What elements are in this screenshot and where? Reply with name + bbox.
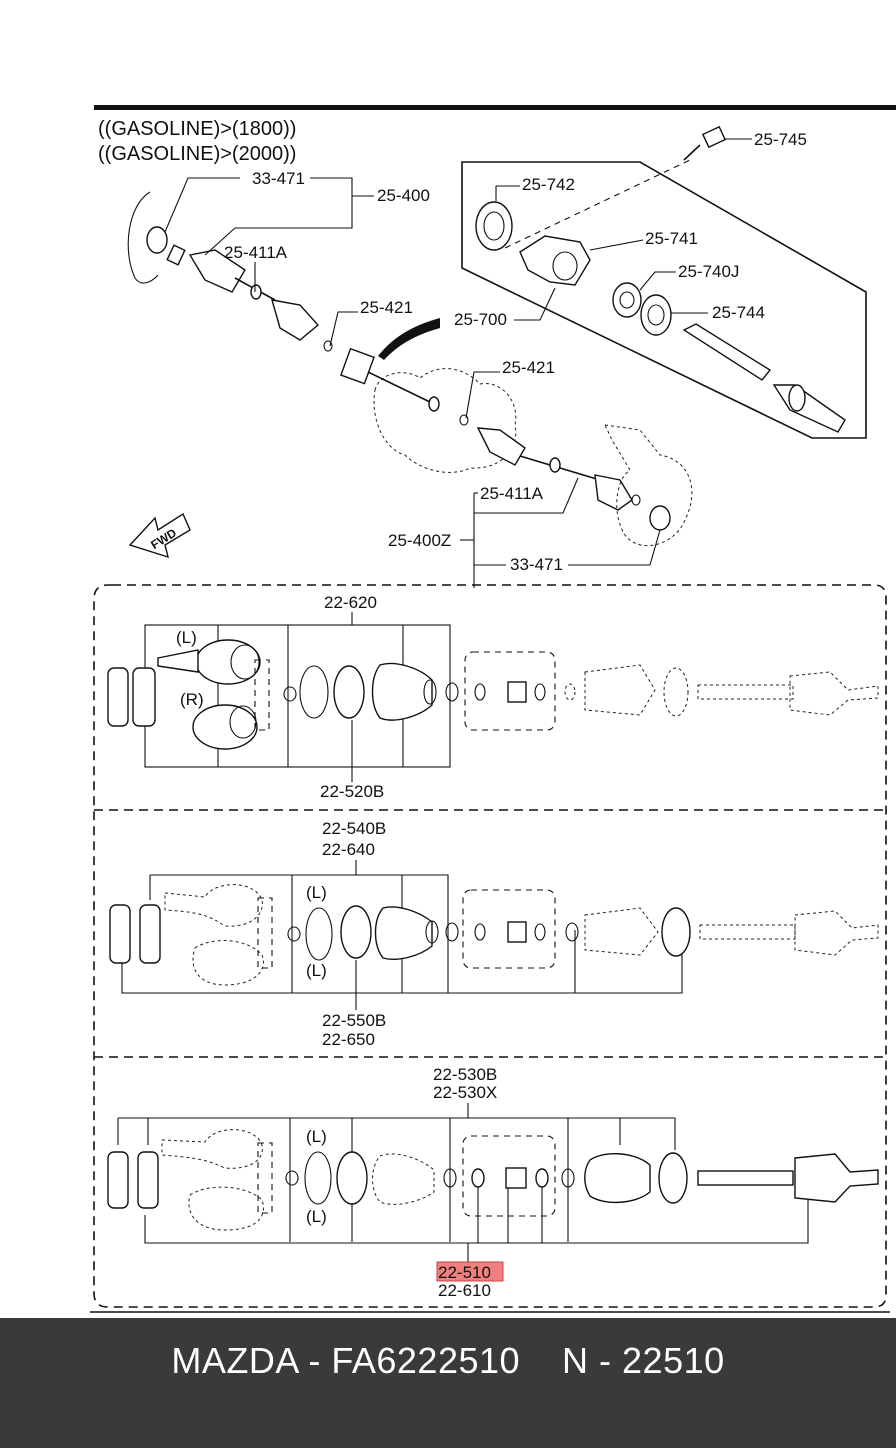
label-25-742: 25-742 (522, 175, 575, 194)
label-25-741: 25-741 (645, 229, 698, 248)
parts-diagram: ((GASOLINE)>(1800)) ((GASOLINE)>(2000)) … (90, 105, 896, 1313)
panel1-tag-r: (R) (180, 690, 204, 709)
panel1-bottom-label: 22-520B (320, 782, 384, 801)
label-25-400z: 25-400Z (388, 531, 451, 550)
panels-dashed-frame (93, 584, 887, 1308)
bearing-25-740j (612, 271, 676, 318)
pointer-wedge (378, 318, 440, 360)
leader-25-700 (514, 287, 556, 321)
panel3-tag-bottom: (L) (306, 1207, 327, 1226)
intermediate-shaft (682, 323, 846, 433)
label-33-471-a: 33-471 (252, 169, 305, 188)
header-line-2: ((GASOLINE)>(2000)) (98, 143, 296, 165)
footer-part-number: MAZDA - FA6222510 N - 22510 (171, 1340, 725, 1381)
bracket-25-400 (204, 177, 353, 256)
bolt-25-745 (683, 125, 752, 161)
cap-25-742 (475, 185, 520, 251)
right-driveshaft (340, 347, 641, 511)
panel3-top-label-1: 22-530B (433, 1065, 497, 1084)
top-rule (94, 105, 896, 110)
footer-bar: MAZDA - FA6222510 N - 22510 (0, 1318, 896, 1448)
panel2-tag-bottom: (L) (306, 961, 327, 980)
engine-outline (373, 368, 517, 473)
bearing-support-box (461, 161, 867, 439)
panel-3: 22-530B 22-530X 22-510 22-610 (L) (L) (107, 1065, 879, 1300)
panel3-tag-top: (L) (306, 1127, 327, 1146)
bracket-25-741 (519, 235, 644, 286)
panel2-top-label-2: 22-640 (322, 840, 375, 859)
panel2-bottom-label-1: 22-550B (322, 1011, 386, 1030)
seal-25-744 (640, 294, 708, 336)
panel3-bottom-label-highlight: 22-510 (438, 1263, 491, 1282)
leader-33-471-a (164, 177, 240, 233)
panel2-bottom-label-2: 22-650 (322, 1030, 375, 1049)
label-25-411a-bottom: 25-411A (480, 484, 544, 503)
left-driveshaft (127, 191, 333, 352)
label-33-471-b: 33-471 (510, 555, 563, 574)
label-25-744: 25-744 (712, 303, 765, 322)
highlight-box (436, 1261, 504, 1282)
label-25-745: 25-745 (754, 130, 807, 149)
panel-2: 22-540B 22-640 22-550B 22-650 (L) (L) (109, 819, 879, 1049)
label-25-400: 25-400 (377, 186, 430, 205)
fwd-arrow: FWD (128, 512, 191, 559)
panel3-bottom-label-2: 22-610 (438, 1281, 491, 1300)
header-line-1: ((GASOLINE)>(1800)) (98, 118, 296, 140)
top-exploded-view: 25-745 25-742 25-741 25-740J (127, 125, 867, 588)
leader-25-421-b (465, 371, 500, 419)
panel-1: 22-620 22-520B (L) (R) (107, 593, 879, 801)
panel2-top-label-1: 22-540B (322, 819, 386, 838)
label-25-740j: 25-740J (678, 262, 739, 281)
leader-dashed (504, 159, 691, 249)
panel3-top-label-2: 22-530X (433, 1083, 497, 1102)
panel1-tag-l: (L) (176, 628, 197, 647)
leader-25-421-a (329, 311, 358, 347)
label-25-411a-top: 25-411A (224, 243, 288, 262)
label-25-700: 25-700 (454, 310, 507, 329)
panel1-top-label: 22-620 (324, 593, 377, 612)
panel2-tag-top: (L) (306, 883, 327, 902)
label-25-421-a: 25-421 (360, 298, 413, 317)
hub-nut (649, 505, 671, 531)
label-25-421-b: 25-421 (502, 358, 555, 377)
